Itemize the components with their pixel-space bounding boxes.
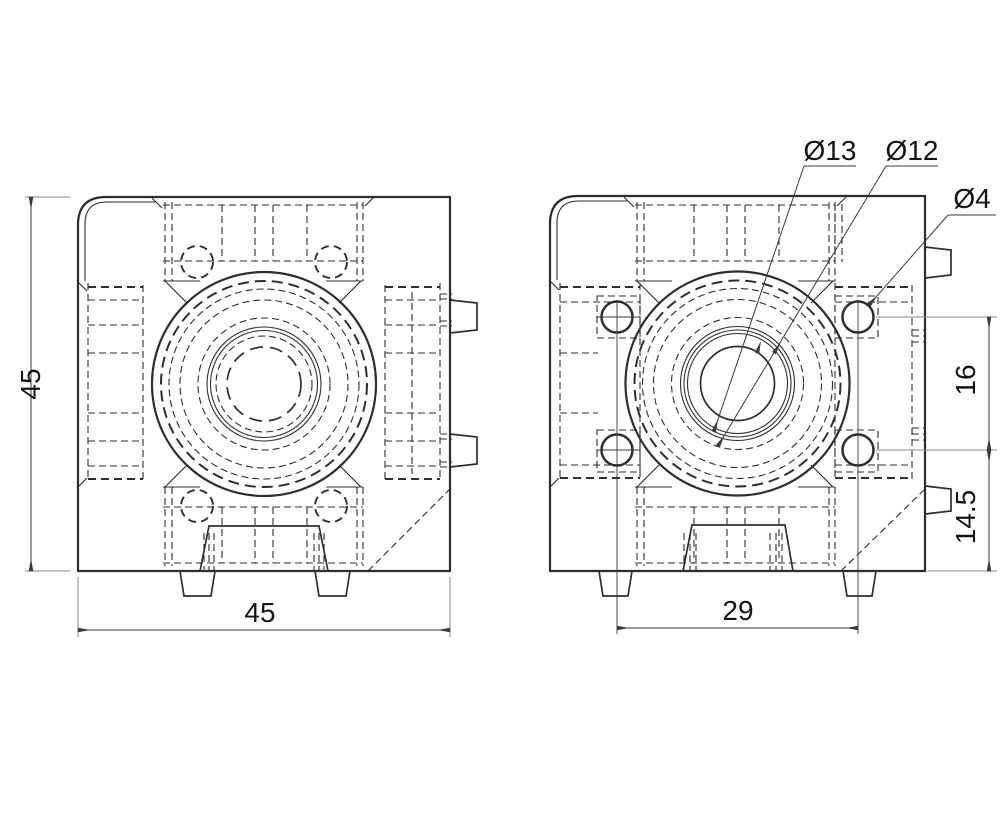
dim-height-45-label: 45 bbox=[15, 368, 46, 399]
left-hole-bottom-right bbox=[314, 489, 348, 523]
left-foot-2 bbox=[314, 570, 351, 597]
left-hole-bottom-left bbox=[180, 489, 214, 523]
left-hole-top-right bbox=[314, 245, 348, 279]
dia4-label: Ø4 bbox=[953, 183, 990, 214]
dim-14-5: 14.5 bbox=[950, 449, 992, 572]
right-left-slot bbox=[559, 283, 641, 481]
right-plate-diagonals bbox=[636, 280, 834, 488]
dim-width-29: 29 bbox=[616, 300, 859, 634]
left-plate-diagonals bbox=[164, 280, 362, 488]
left-central-bore bbox=[150, 270, 378, 498]
dim-16: 16 bbox=[876, 316, 997, 572]
dim-width-29-label: 29 bbox=[722, 595, 753, 626]
dim-width-45-label: 45 bbox=[244, 597, 275, 628]
right-foot-1 bbox=[598, 570, 633, 597]
dim-height-45: 45 bbox=[15, 196, 70, 572]
right-foot-2 bbox=[842, 570, 877, 597]
right-central-bore bbox=[624, 270, 851, 497]
left-inner-corner bbox=[84, 201, 155, 281]
right-hidden-chamfer bbox=[840, 488, 926, 572]
left-body-outline bbox=[76, 195, 452, 573]
left-foot-1 bbox=[179, 570, 216, 597]
dim-14-5-label: 14.5 bbox=[950, 490, 981, 545]
dim-16-label: 16 bbox=[950, 364, 981, 395]
left-view bbox=[76, 195, 478, 597]
leader-dia12: Ø12 bbox=[715, 135, 939, 448]
left-top-slot bbox=[163, 202, 364, 282]
right-tab-upper bbox=[924, 246, 952, 279]
dia12-label: Ø12 bbox=[886, 135, 939, 166]
right-bottom-slot bbox=[635, 486, 836, 572]
left-tab-lower bbox=[449, 433, 478, 468]
right-body-outline bbox=[548, 194, 927, 573]
right-corner-chamfers bbox=[549, 196, 847, 488]
leader-dia13: Ø13 bbox=[711, 135, 857, 432]
dia13-label: Ø13 bbox=[804, 135, 857, 166]
left-hole-top-left bbox=[180, 245, 214, 279]
right-inner-corner bbox=[556, 200, 627, 280]
left-right-slot bbox=[384, 283, 452, 481]
right-view bbox=[548, 194, 952, 597]
left-left-slot bbox=[87, 283, 144, 481]
leader-dia4: Ø4 bbox=[867, 183, 996, 307]
left-corner-chamfers bbox=[77, 196, 375, 488]
right-right-slot bbox=[834, 204, 925, 481]
right-tab-lower bbox=[924, 485, 952, 515]
left-bottom-slot bbox=[163, 486, 364, 572]
right-top-slot bbox=[635, 202, 836, 282]
dimensions: 45 45 29 16 14.5 Ø13 bbox=[15, 135, 997, 637]
right-bottom-tongue bbox=[682, 524, 794, 572]
left-bottom-tongue bbox=[199, 525, 329, 572]
dim-width-45: 45 bbox=[77, 577, 451, 637]
left-hidden-chamfer bbox=[367, 488, 451, 572]
left-tab-upper bbox=[449, 299, 478, 334]
